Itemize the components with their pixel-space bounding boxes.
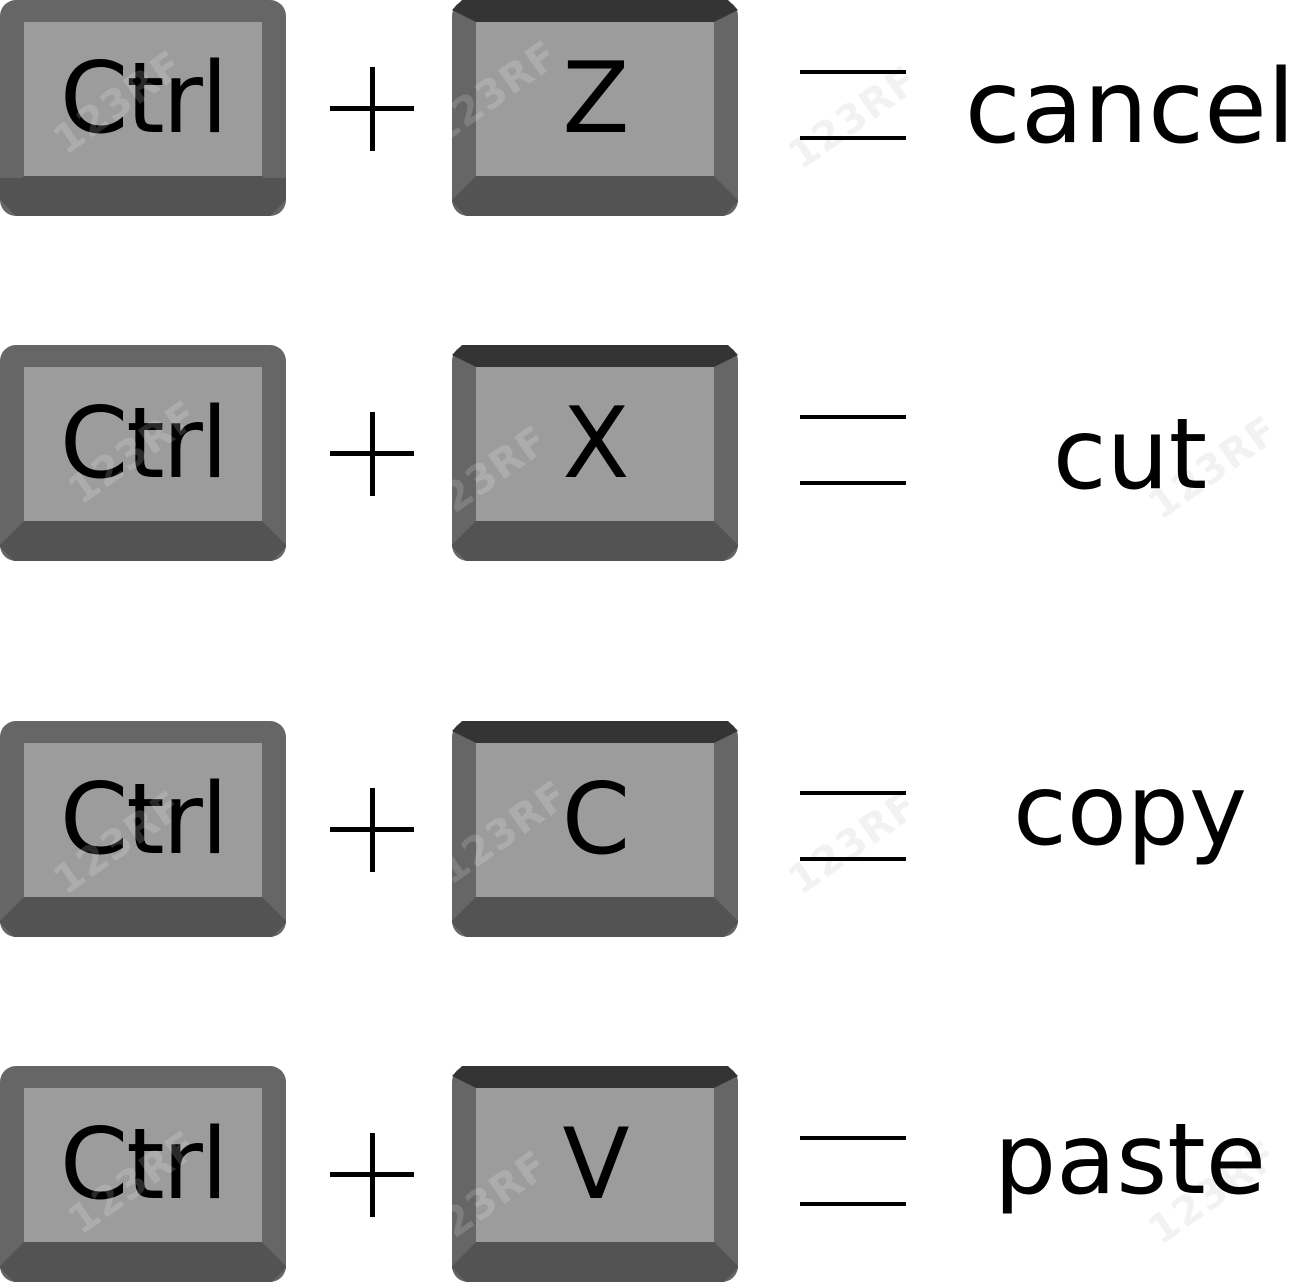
- shortcut-row-cut: Ctrl X cut: [0, 345, 1300, 561]
- c-key: C: [452, 721, 738, 937]
- ctrl-key-label: Ctrl: [59, 763, 228, 877]
- equals-icon: [800, 70, 906, 140]
- ctrl-key-label: Ctrl: [59, 42, 228, 156]
- ctrl-key: Ctrl: [0, 0, 286, 216]
- keycap-shape: [0, 1066, 286, 1282]
- keycap-shape: [0, 0, 286, 216]
- ctrl-key: Ctrl: [0, 1066, 286, 1282]
- plus-icon: [330, 67, 414, 151]
- action-label: paste: [993, 1103, 1267, 1217]
- shortcut-row-cancel: Ctrl Z cancel: [0, 0, 1300, 216]
- ctrl-key: Ctrl: [0, 721, 286, 937]
- letter-key-label: X: [562, 387, 629, 501]
- letter-key-label: C: [561, 763, 630, 877]
- v-key: V: [452, 1066, 738, 1282]
- keycap-shape: [0, 721, 286, 937]
- equals-icon: [800, 1136, 906, 1206]
- keycap-shape: [452, 345, 738, 561]
- plus-icon: [330, 788, 414, 872]
- ctrl-key-label: Ctrl: [59, 1108, 228, 1222]
- shortcut-row-copy: Ctrl C copy: [0, 721, 1300, 937]
- shortcut-row-paste: Ctrl V paste: [0, 1066, 1300, 1282]
- action-label: cancel: [964, 48, 1296, 167]
- action-label: copy: [1012, 754, 1248, 868]
- keycap-shape: [452, 0, 738, 216]
- equals-icon: [800, 791, 906, 861]
- plus-icon: [330, 1133, 414, 1217]
- action-label: cut: [1052, 398, 1208, 512]
- z-key: Z: [452, 0, 738, 216]
- ctrl-key: Ctrl: [0, 345, 286, 561]
- keycap-shape: [452, 1066, 738, 1282]
- equals-icon: [800, 415, 906, 485]
- ctrl-key-label: Ctrl: [59, 387, 228, 501]
- x-key: X: [452, 345, 738, 561]
- letter-key-label: V: [562, 1108, 629, 1222]
- plus-icon: [330, 412, 414, 496]
- keycap-shape: [452, 721, 738, 937]
- keycap-shape: [0, 345, 286, 561]
- letter-key-label: Z: [562, 42, 629, 156]
